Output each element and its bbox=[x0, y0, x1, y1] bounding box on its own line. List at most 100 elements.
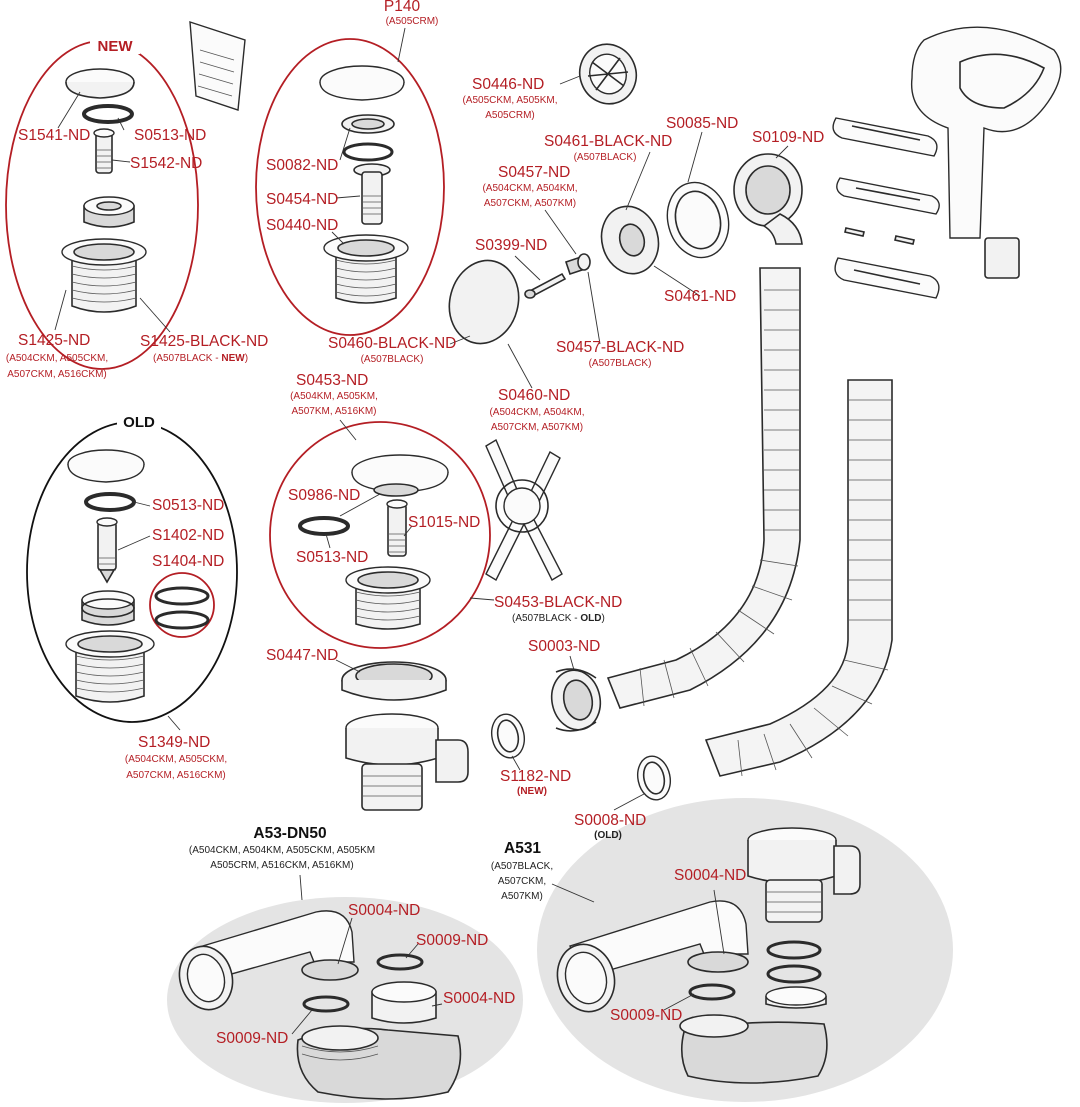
a53-sub1: (A504CKM, A504KM, A505CKM, A505KM bbox=[189, 845, 375, 856]
s0457-screw-part bbox=[564, 253, 591, 276]
leader bbox=[405, 943, 419, 959]
label-s1425-sub2: A507CKM, A516CKM) bbox=[7, 369, 107, 380]
leader bbox=[111, 159, 131, 163]
leader bbox=[613, 793, 645, 811]
slot-plate-top-part bbox=[832, 117, 938, 157]
leader bbox=[339, 127, 351, 161]
s0008-ring-part bbox=[636, 755, 672, 801]
s0454-stem-part bbox=[353, 163, 391, 225]
leader bbox=[469, 597, 495, 601]
siphon-body-part bbox=[345, 713, 469, 811]
label-s0460-black-sub: (A507BLACK) bbox=[361, 354, 424, 365]
leader bbox=[117, 117, 125, 131]
s1404-orings-part bbox=[149, 572, 215, 638]
label-s0109: S0109-ND bbox=[752, 129, 824, 146]
label-s0446: S0446-ND bbox=[472, 76, 544, 93]
slot-plate-bottom-part bbox=[834, 257, 940, 299]
a531-sub2: A507CKM, bbox=[498, 876, 546, 887]
label-s1404: S1404-ND bbox=[152, 553, 224, 570]
label-s0513-new: S0513-ND bbox=[134, 127, 206, 144]
leader bbox=[331, 231, 345, 245]
label-s1425: S1425-ND bbox=[18, 332, 90, 349]
label-s0446-sub1: (A505CKM, A505KM, bbox=[462, 95, 557, 106]
leader bbox=[587, 271, 601, 345]
s0513-ring-old-part bbox=[84, 492, 136, 512]
s0453-flange-part bbox=[345, 566, 431, 630]
s0109-overflow-body-part bbox=[733, 153, 803, 245]
p140-cap-part bbox=[319, 65, 405, 101]
s0460-cover-part bbox=[448, 259, 520, 345]
leader bbox=[514, 255, 541, 281]
leader bbox=[117, 535, 151, 551]
s1425-flange-part bbox=[61, 238, 147, 313]
label-s0399: S0399-ND bbox=[475, 237, 547, 254]
leader bbox=[291, 1009, 313, 1035]
leader bbox=[511, 755, 521, 771]
s0440-flange-part bbox=[323, 234, 409, 304]
label-s0460: S0460-ND bbox=[498, 387, 570, 404]
s1541-cap-part bbox=[65, 68, 135, 99]
leader bbox=[569, 655, 575, 671]
s0447-ring-part bbox=[341, 661, 447, 701]
s0513-ring-new-part bbox=[82, 104, 134, 124]
label-s0513-old: S0513-ND bbox=[152, 497, 224, 514]
leader bbox=[335, 659, 361, 673]
s1404-nut-part bbox=[81, 590, 135, 626]
label-s0457: S0457-ND bbox=[498, 164, 570, 181]
label-s0453: S0453-ND bbox=[296, 372, 368, 389]
label-s0085: S0085-ND bbox=[666, 115, 738, 132]
label-s0453-sub2: A507KM, A516KM) bbox=[291, 406, 376, 417]
a531-sub3: A507KM) bbox=[501, 891, 543, 902]
label-s0447: S0447-ND bbox=[266, 647, 338, 664]
a531-label-s0009: S0009-ND bbox=[610, 1007, 682, 1024]
strainer-grate-part bbox=[189, 21, 246, 111]
leader bbox=[551, 883, 595, 903]
old-cap-part bbox=[67, 449, 145, 483]
p140-title: P140 bbox=[384, 0, 421, 15]
leader bbox=[449, 335, 471, 345]
hose-rear-part bbox=[704, 379, 893, 777]
leader bbox=[544, 209, 577, 255]
s0453-group-outline bbox=[269, 421, 491, 649]
s0085-gasket-part bbox=[666, 181, 730, 259]
leader bbox=[139, 297, 171, 333]
leader bbox=[663, 993, 695, 1011]
s1402-stem-part bbox=[96, 517, 118, 584]
leader bbox=[775, 145, 789, 159]
s1015-stem-part bbox=[386, 499, 408, 557]
s0082-ring-part bbox=[341, 114, 395, 134]
a53-title: A53-DN50 bbox=[253, 825, 326, 842]
screw-small-1-part bbox=[844, 227, 865, 237]
a53-sub2: A505CRM, A516CKM, A516KM) bbox=[210, 860, 353, 871]
label-s1349-sub1: (A504CKM, A505CKM, bbox=[125, 754, 227, 765]
leader bbox=[54, 289, 67, 331]
s0446-grid-part bbox=[578, 43, 638, 105]
a53-label-s0004-a: S0004-ND bbox=[348, 902, 420, 919]
old-group-title: OLD bbox=[123, 414, 155, 431]
s0399-bolt-part bbox=[524, 272, 567, 299]
leader bbox=[713, 889, 725, 955]
p140-subtitle: (A505CRM) bbox=[386, 16, 439, 27]
s0003-nut-part bbox=[550, 668, 602, 732]
label-s1541: S1541-ND bbox=[18, 127, 90, 144]
label-s0008-sub: (OLD) bbox=[594, 830, 622, 841]
leader bbox=[431, 1003, 443, 1007]
label-s0457-sub2: A507CKM, A507KM) bbox=[484, 198, 576, 209]
screw-small-2-part bbox=[894, 235, 915, 245]
label-s1402: S1402-ND bbox=[152, 527, 224, 544]
label-s0008: S0008-ND bbox=[574, 812, 646, 829]
leader bbox=[653, 265, 701, 297]
s0986-disc-part bbox=[373, 483, 419, 497]
label-s0461-black-sub: (A507BLACK) bbox=[574, 152, 637, 163]
leader bbox=[335, 195, 361, 199]
leader bbox=[337, 917, 353, 965]
label-s0457-black-sub: (A507BLACK) bbox=[589, 358, 652, 369]
label-s1542: S1542-ND bbox=[130, 155, 202, 172]
leader bbox=[57, 91, 81, 129]
leader bbox=[403, 525, 413, 537]
leader bbox=[507, 343, 533, 389]
a531-label-s0004: S0004-ND bbox=[674, 867, 746, 884]
label-s0082: S0082-ND bbox=[266, 157, 338, 174]
spanner-tool-part bbox=[485, 438, 563, 581]
